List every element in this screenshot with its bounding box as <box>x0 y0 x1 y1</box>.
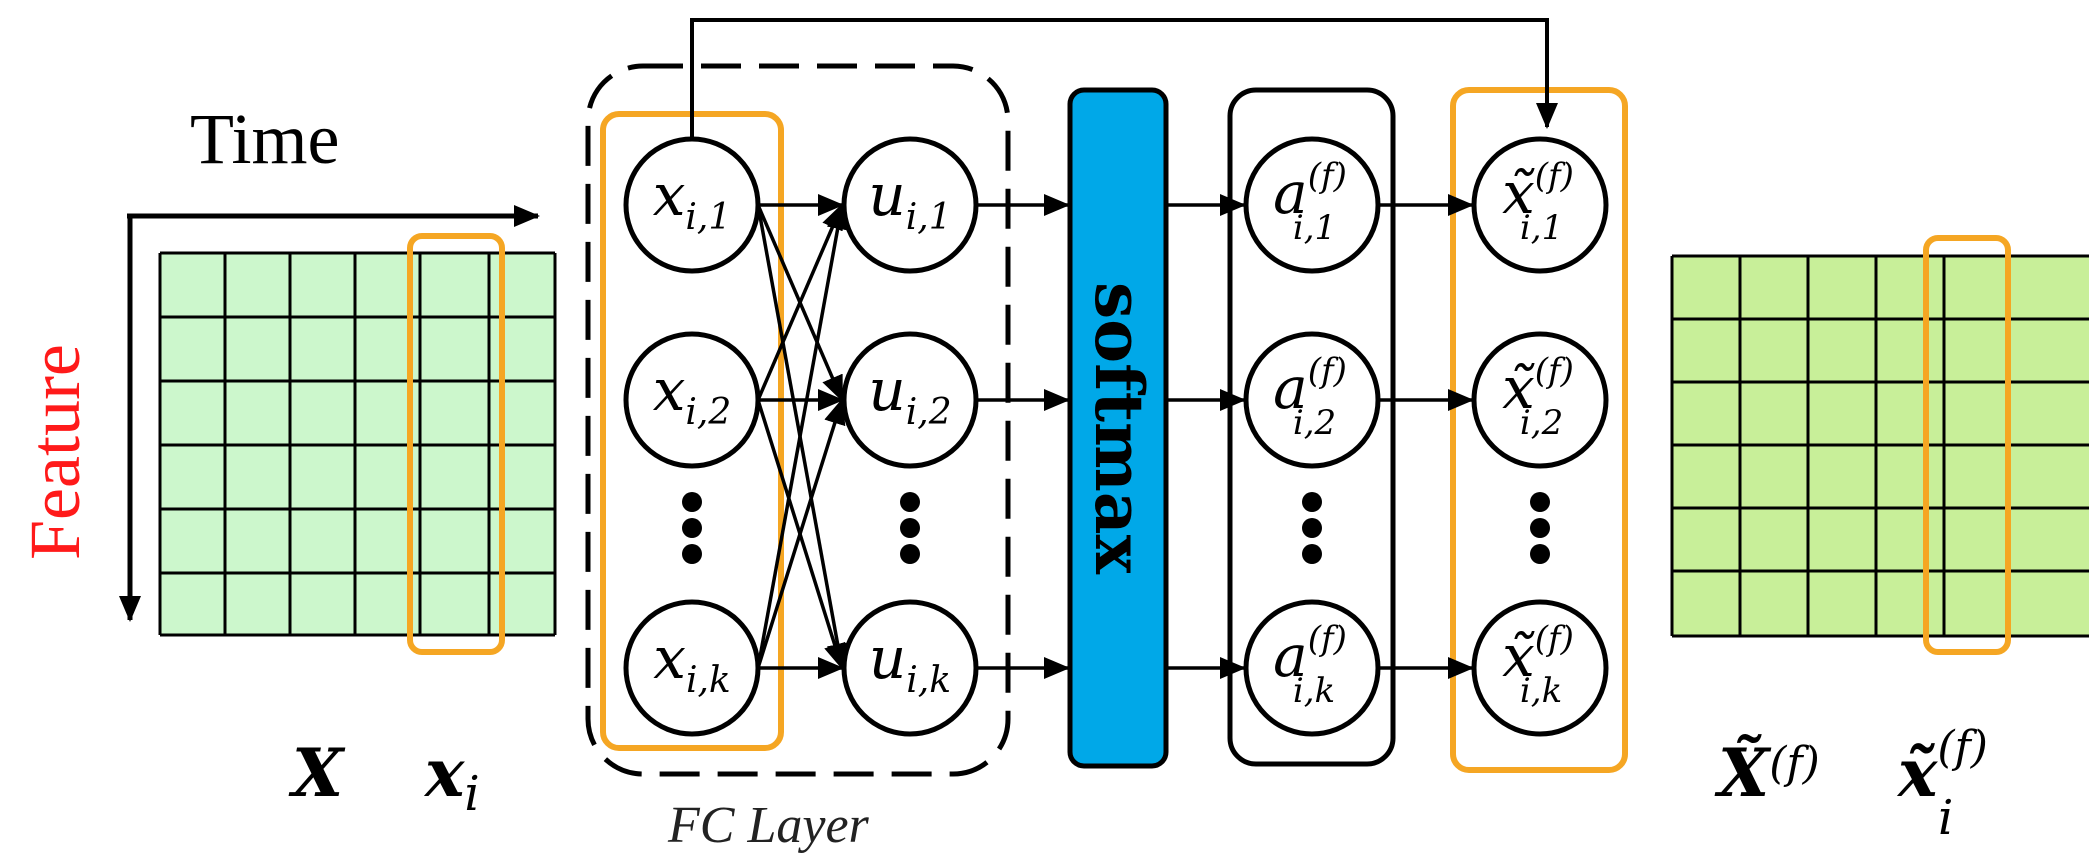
output-node: x̃(f)i,k <box>1471 599 1609 737</box>
ellipsis-dot <box>1302 492 1322 512</box>
output-matrix-grid <box>1670 235 2089 655</box>
hidden-node: ui,2 <box>841 331 979 469</box>
hidden-node-circle <box>841 599 979 737</box>
output-node-circle <box>1471 136 1609 274</box>
output-node-circle <box>1471 331 1609 469</box>
fc-connection-arrow <box>756 203 844 401</box>
hidden-node-label: ui,1 <box>868 161 951 238</box>
attention-node: a(f)i,2 <box>1243 331 1381 469</box>
ellipsis-dot <box>900 518 920 538</box>
output-nodes-highlight <box>1450 87 1628 773</box>
input-matrix-label: X <box>288 734 346 812</box>
hidden-node-label: ui,k <box>869 624 951 701</box>
input-node: xi,2 <box>623 331 761 469</box>
attention-node-circle <box>1243 599 1381 737</box>
input-node-label: xi,2 <box>653 356 732 433</box>
input-column-label: xi <box>423 734 480 822</box>
output-node: x̃(f)i,2 <box>1471 331 1609 469</box>
softmax-box <box>1067 87 1169 769</box>
ellipsis-dot <box>1530 518 1550 538</box>
attention-node-label: a(f)i,2 <box>1273 351 1347 443</box>
fc-connection-arrow <box>756 203 849 669</box>
output-node: x̃(f)i,1 <box>1471 136 1609 274</box>
output-column-highlight <box>1923 235 2011 655</box>
output-node-label: x̃(f)i,k <box>1502 619 1574 711</box>
input-node-label: xi,k <box>653 624 731 701</box>
output-column-label: x̃(f)i <box>1896 722 1988 846</box>
axes: Time Feature <box>15 99 540 622</box>
input-node-circle <box>623 331 761 469</box>
attention-node-label: a(f)i,1 <box>1273 156 1347 248</box>
fc-connection-arrow <box>756 398 846 669</box>
ellipsis-dot <box>900 492 920 512</box>
ellipsis-dot <box>1302 518 1322 538</box>
input-matrix-grid <box>158 233 557 655</box>
output-matrix-label: X̃(f) <box>1714 734 1820 812</box>
matrix-labels: X xi X̃(f) x̃(f)i <box>288 722 1988 846</box>
hidden-node: ui,k <box>841 599 979 737</box>
feature-label: Feature <box>15 344 95 560</box>
connections <box>756 194 1474 679</box>
input-node-circle <box>623 136 761 274</box>
attention-node-circle <box>1243 136 1381 274</box>
softmax-block: softmax <box>1067 87 1169 769</box>
skip-connection-arrow <box>690 18 1558 150</box>
fc-layer-box <box>585 63 1011 777</box>
output-node-label: x̃(f)i,1 <box>1502 156 1574 248</box>
input-column-highlight <box>407 233 505 655</box>
input-node: xi,1 <box>623 136 761 274</box>
ellipsis-dot <box>682 518 702 538</box>
attention-node: a(f)i,k <box>1243 599 1381 737</box>
attention-node: a(f)i,1 <box>1243 136 1381 274</box>
fc-layer-label: FC Layer <box>667 797 870 854</box>
ellipsis-dot <box>900 544 920 564</box>
input-node-label: xi,1 <box>653 161 732 238</box>
ellipsis-dots <box>682 492 1550 564</box>
hidden-node-label: ui,2 <box>868 356 951 433</box>
nodes: xi,1 xi,2 xi,k ui,1 ui,2 ui,k a(f)i,1 a(f)i,2 a(… <box>623 136 1609 737</box>
attention-nodes-box <box>1227 87 1396 767</box>
ellipsis-dot <box>682 492 702 512</box>
softmax-label: softmax <box>1080 282 1158 575</box>
output-node-label: x̃(f)i,2 <box>1502 351 1574 443</box>
attention-node-circle <box>1243 331 1381 469</box>
ellipsis-dot <box>1530 492 1550 512</box>
attention-node-label: a(f)i,k <box>1273 619 1347 711</box>
output-node-circle <box>1471 599 1609 737</box>
ellipsis-dot <box>1302 544 1322 564</box>
time-label: Time <box>190 99 339 179</box>
input-node: xi,k <box>623 599 761 737</box>
ellipsis-dot <box>682 544 702 564</box>
hidden-node: ui,1 <box>841 136 979 274</box>
hidden-node-circle <box>841 136 979 274</box>
input-node-circle <box>623 599 761 737</box>
ellipsis-dot <box>1530 544 1550 564</box>
hidden-node-circle <box>841 331 979 469</box>
